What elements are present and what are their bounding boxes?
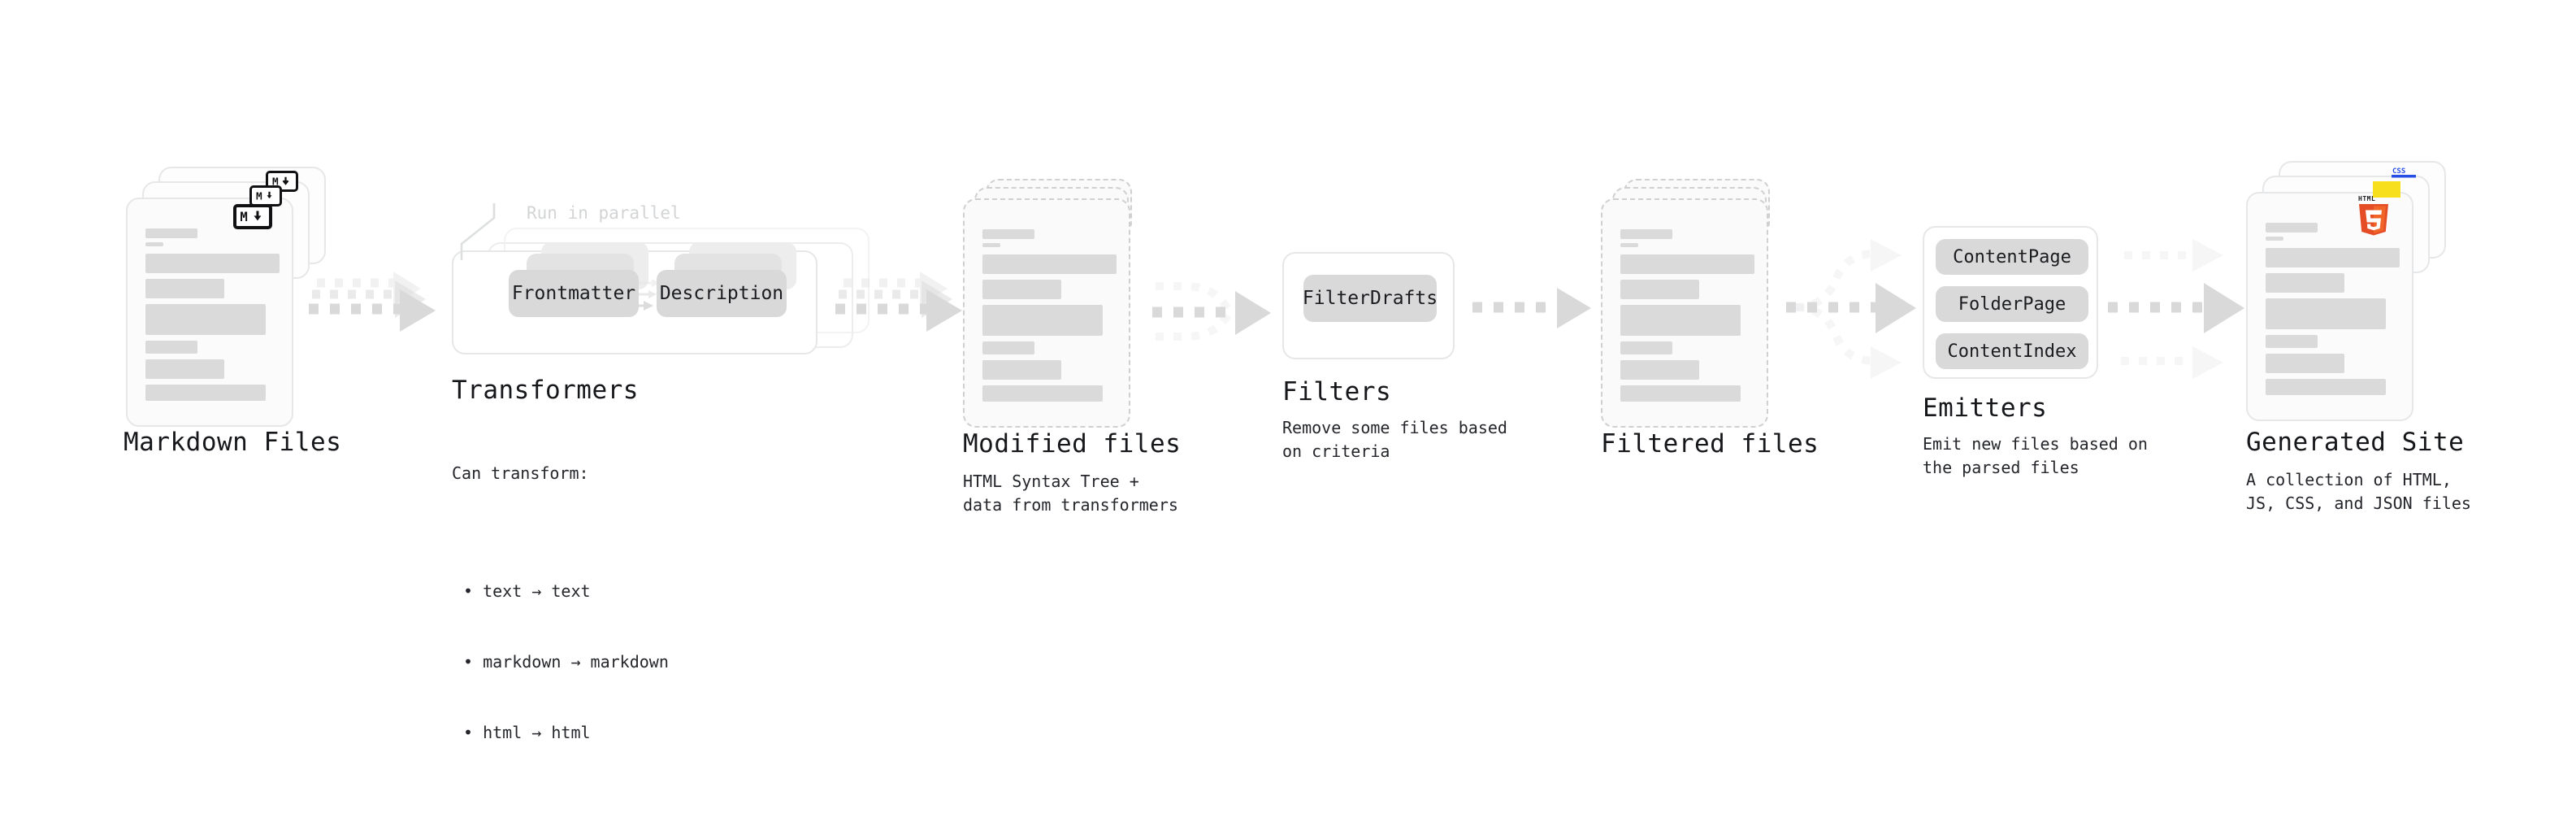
- transformers-box: Frontmatter Description: [452, 242, 817, 354]
- svg-text:CSS: CSS: [2392, 167, 2405, 176]
- connector-emitters-to-generated: [2108, 239, 2244, 379]
- generated-site-stack: CSS HTML: [2246, 161, 2474, 429]
- markdown-icon-back-2: M: [266, 171, 298, 192]
- transformers-bullet-1: • markdown → markdown: [463, 652, 669, 672]
- markdown-files-title: Markdown Files: [124, 428, 342, 457]
- markdown-glyph: M: [240, 210, 262, 224]
- javascript-glyph: [2373, 181, 2400, 198]
- css3-glyph: CSS: [2392, 167, 2416, 178]
- svg-text:M: M: [240, 210, 247, 224]
- emitters-description: Emit new files based on the parsed files: [1923, 434, 2148, 477]
- markdown-glyph: M: [256, 191, 272, 203]
- transformers-description: Can transform: • text → text • markdown …: [452, 415, 669, 839]
- connector-markdown-to-transformers: [309, 272, 436, 332]
- run-in-parallel-label: Run in parallel: [527, 203, 681, 223]
- transformers-chip-description[interactable]: Description: [657, 270, 787, 317]
- svg-text:HTML: HTML: [2358, 195, 2375, 202]
- connector-filtered-to-emitters: [1786, 239, 1916, 379]
- markdown-card-lines: [145, 228, 280, 401]
- markdown-files-stack: M M M: [126, 167, 337, 427]
- filters-box: FilterDrafts: [1282, 252, 1455, 359]
- modified-files-description: HTML Syntax Tree + data from transformer…: [963, 472, 1178, 515]
- emitters-chip-contentpage[interactable]: ContentPage: [1936, 239, 2088, 275]
- markdown-glyph: M: [272, 176, 289, 189]
- connector-filters-to-filtered: [1472, 288, 1591, 328]
- transformers-bullet-2: • html → html: [463, 723, 591, 742]
- svg-text:M: M: [272, 176, 279, 189]
- transformers-bullet-0: • text → text: [463, 581, 591, 601]
- generated-site-title: Generated Site: [2246, 428, 2465, 457]
- run-in-parallel-bracket: [460, 203, 496, 260]
- modified-card-front: [963, 198, 1130, 428]
- generated-site-description: A collection of HTML, JS, CSS, and JSON …: [2246, 470, 2471, 513]
- transformers-desc-line: Can transform:: [452, 463, 589, 483]
- filtered-card-lines: [1620, 229, 1754, 402]
- emitters-title: Emitters: [1923, 393, 2048, 423]
- diagram-canvas: M M M Markdown Files: [124, 161, 2474, 742]
- transformers-chip-frontmatter[interactable]: Frontmatter: [509, 270, 639, 317]
- transformers-title: Transformers: [452, 376, 639, 405]
- generated-card-lines: [2266, 223, 2400, 395]
- modified-card-lines: [982, 229, 1117, 402]
- markdown-icon: M: [233, 204, 272, 229]
- html5-glyph: HTML: [2358, 195, 2388, 236]
- filters-chip-filterdrafts[interactable]: FilterDrafts: [1303, 275, 1438, 322]
- emitters-chip-folderpage[interactable]: FolderPage: [1936, 286, 2088, 322]
- markdown-card-front: [126, 198, 293, 427]
- filtered-card-front: [1601, 198, 1768, 428]
- modified-files-title: Modified files: [963, 429, 1182, 459]
- connector-transformers-to-modified: [835, 272, 962, 332]
- filtered-files-stack: [1601, 179, 1812, 433]
- filters-description: Remove some files based on criteria: [1282, 418, 1507, 461]
- modified-files-stack: [963, 179, 1174, 433]
- connector-modified-to-filters: [1152, 282, 1271, 341]
- svg-text:M: M: [256, 191, 262, 203]
- filters-title: Filters: [1282, 377, 1392, 406]
- transformers-bullets: • text → text • markdown → markdown • ht…: [452, 533, 669, 792]
- filtered-files-title: Filtered files: [1601, 429, 1819, 459]
- emitters-box: ContentPage FolderPage ContentIndex: [1923, 226, 2098, 379]
- emitters-chip-contentindex[interactable]: ContentIndex: [1936, 333, 2088, 369]
